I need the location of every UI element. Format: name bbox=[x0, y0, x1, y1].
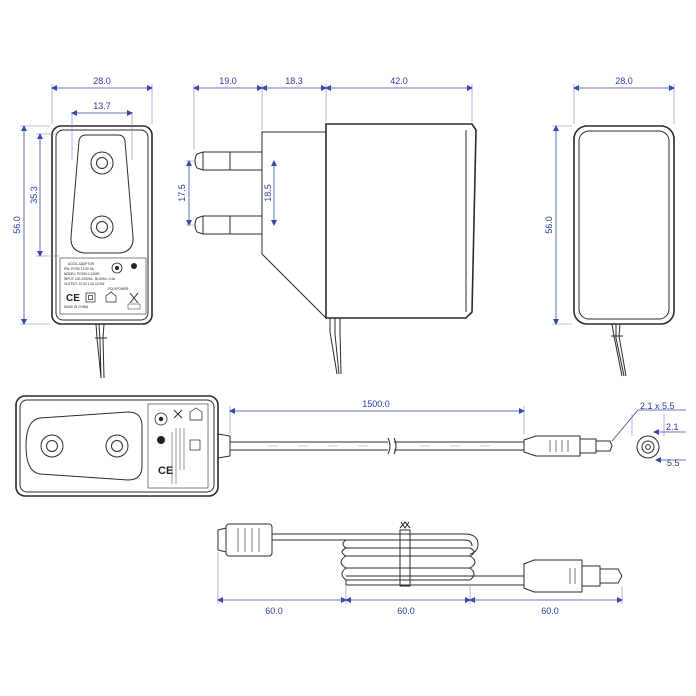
label-made-in: MADE IN CHINA bbox=[64, 305, 89, 309]
bottom-rating-label: CE bbox=[147, 403, 209, 489]
ce-mark-icon: CE bbox=[66, 293, 80, 304]
dim-pin-spacing-b: 18.5 bbox=[263, 184, 273, 202]
dim-socket-spacing: 13.7 bbox=[93, 101, 111, 111]
back-cable-exit bbox=[611, 323, 627, 377]
bottom-ce-mark-icon: CE bbox=[158, 465, 173, 477]
bottom-indoor-icon bbox=[189, 407, 203, 421]
plug-pin-lower bbox=[194, 215, 263, 235]
front-cable-exit bbox=[95, 323, 107, 379]
label-brand: POLYPOWER bbox=[108, 287, 129, 291]
rohs-mark-icon bbox=[127, 303, 141, 310]
dim-back-height: 56.0 bbox=[544, 216, 554, 234]
dc-plug-end-view bbox=[631, 414, 665, 459]
side-view: 19.0 18.3 42.0 17.5 18.5 bbox=[177, 76, 477, 375]
dim-front-height: 56.0 bbox=[12, 216, 22, 234]
coiled-cable-view: 60.0 60.0 60.0 bbox=[217, 521, 623, 616]
rating-label: AC/DC ADAPTOR P/N: PGSK 12.00 0A MODEL: … bbox=[59, 257, 147, 315]
adapter-body bbox=[325, 123, 477, 319]
bottom-weee-icon bbox=[173, 409, 183, 419]
coil-dc-plug bbox=[523, 559, 623, 593]
dim-coil-right: 60.0 bbox=[541, 606, 559, 616]
bottom-double-insulation-icon bbox=[189, 439, 201, 451]
bottom-euro-socket bbox=[25, 411, 143, 481]
dim-pin-length: 19.0 bbox=[219, 76, 237, 86]
back-view: 28.0 56.0 bbox=[544, 76, 675, 377]
dim-coil-mid: 60.0 bbox=[397, 606, 415, 616]
dim-front-width: 28.0 bbox=[93, 76, 111, 86]
label-input: INPUT: 100-240VAC, 50-60Hz, 0.4A bbox=[64, 277, 116, 281]
label-title: AC/DC ADAPTOR bbox=[68, 262, 95, 266]
energy-mark-icon bbox=[131, 263, 137, 269]
polarity-icon bbox=[111, 262, 123, 274]
cable-coil bbox=[272, 533, 524, 586]
dim-plug-size: 2.1 x 5.5 bbox=[640, 401, 675, 411]
dim-pin-spacing-a: 17.5 bbox=[177, 184, 187, 202]
front-view: AC/DC ADAPTOR P/N: PGSK 12.00 0A MODEL: … bbox=[12, 76, 153, 379]
dim-cable-length: 1500.0 bbox=[362, 399, 390, 409]
cable-strain-relief bbox=[217, 433, 231, 459]
indoor-use-icon bbox=[105, 291, 117, 303]
plug-pin-upper bbox=[194, 151, 263, 171]
dim-coil-left: 60.0 bbox=[265, 606, 283, 616]
cable-break-mark bbox=[387, 437, 397, 455]
side-cable-exit bbox=[329, 318, 342, 375]
dim-label-height: 35.3 bbox=[29, 186, 39, 204]
bottom-polarity-icon bbox=[154, 412, 168, 426]
label-model: MODEL: PGSK12-12000 bbox=[64, 272, 100, 276]
weee-bin-icon bbox=[129, 292, 139, 304]
plug-flange bbox=[261, 131, 327, 320]
label-part-no: P/N: PGSK 12.00 0A bbox=[64, 267, 94, 271]
double-insulation-icon bbox=[85, 292, 96, 303]
dim-back-width: 28.0 bbox=[615, 76, 633, 86]
bottom-view: CE bbox=[15, 395, 686, 497]
cable-end-connector bbox=[217, 523, 273, 557]
polarity-center-icon bbox=[115, 266, 119, 270]
dc-plug bbox=[523, 435, 613, 457]
euro-socket-outline bbox=[70, 134, 134, 254]
bottom-energy-mark-icon bbox=[157, 436, 165, 444]
dim-body-depth: 42.0 bbox=[390, 76, 408, 86]
dim-plug-inner: 2.1 bbox=[666, 422, 679, 432]
dim-flange-width: 18.3 bbox=[285, 76, 303, 86]
label-output: OUTPUT: 12.0V 1.0A 12.0W bbox=[64, 282, 104, 286]
dim-plug-outer: 5.5 bbox=[667, 458, 680, 468]
cable-tie bbox=[399, 521, 411, 587]
